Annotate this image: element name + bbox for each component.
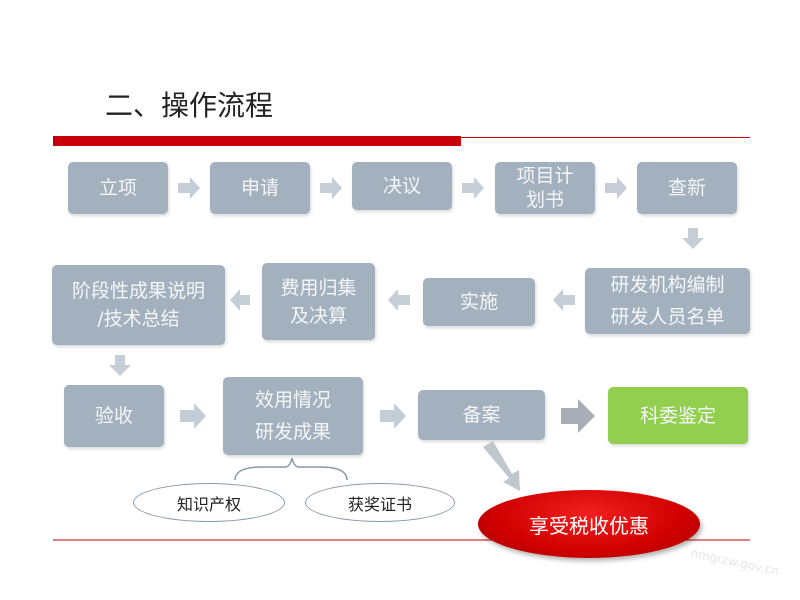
arrow-right-icon	[561, 399, 595, 433]
page-title: 二、操作流程	[105, 89, 274, 122]
step-shenqing: 申请	[210, 162, 310, 214]
step-jueyi: 决议	[352, 162, 452, 210]
step-chaxin: 查新	[637, 162, 737, 214]
step-results: 效用情况 研发成果	[223, 377, 363, 455]
arrow-right-icon	[178, 177, 200, 199]
benefit-ellipse: 享受税收优惠	[478, 490, 700, 558]
arrow-right-icon	[380, 403, 406, 429]
output-ip: 知识产权	[133, 483, 285, 522]
step-lixiang: 立项	[68, 162, 168, 214]
arrow-right-icon	[320, 177, 342, 199]
step-kewei: 科委鉴定	[608, 387, 748, 444]
step-org: 研发机构编制 研发人员名单	[585, 268, 750, 334]
step-yanshou: 验收	[64, 385, 164, 447]
step-summary: 阶段性成果说明 /技术总结	[52, 265, 225, 345]
arrow-left-icon	[388, 289, 410, 311]
step-shishi: 实施	[423, 278, 535, 326]
title-rule	[53, 137, 750, 138]
arrow-left-icon	[553, 289, 575, 311]
arrow-right-icon	[605, 177, 627, 199]
step-beian: 备案	[418, 390, 545, 440]
arrow-right-icon	[180, 403, 206, 429]
arrow-diagonal-icon	[483, 441, 520, 491]
brace	[234, 457, 348, 481]
step-cost: 费用归集 及决算	[262, 263, 375, 340]
output-award: 获奖证书	[305, 483, 455, 522]
step-plan: 项目计 划书	[495, 162, 595, 214]
arrow-down-icon	[682, 228, 704, 249]
arrow-down-icon	[109, 355, 131, 376]
arrow-right-icon	[462, 177, 484, 199]
arrow-left-icon	[230, 289, 250, 311]
title-red-bar	[53, 136, 461, 146]
